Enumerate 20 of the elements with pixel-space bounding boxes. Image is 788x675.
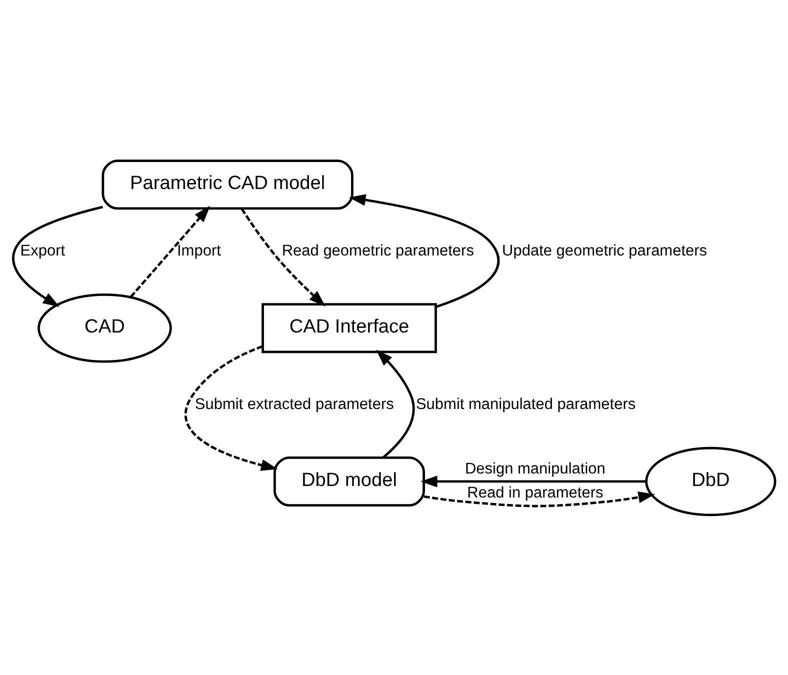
node-ellipse: DbD: [645, 446, 776, 516]
edge-label: Read in parameters: [467, 484, 604, 501]
arrow: [12, 205, 104, 306]
edge-label: Submit manipulated parameters: [416, 395, 636, 412]
node-box: DbD model: [274, 456, 425, 506]
edge-label: Update geometric parameters: [502, 242, 708, 259]
edge-label: Import: [176, 242, 221, 259]
arrow: [240, 208, 326, 306]
edge-label: Read geometric parameters: [282, 242, 474, 259]
arrow: [424, 491, 656, 507]
arrow: [348, 194, 500, 308]
edge-label: Design manipulation: [464, 460, 606, 478]
node-box: Parametric CAD model: [102, 159, 354, 210]
arrow: [130, 205, 210, 298]
arrow: [420, 475, 646, 487]
edge-label: Submit extracted parameters: [194, 395, 394, 412]
node-box: CAD Interface: [262, 302, 437, 353]
arrow: [376, 349, 415, 458]
arrow: [184, 344, 278, 470]
edge-label: Export: [20, 242, 66, 259]
